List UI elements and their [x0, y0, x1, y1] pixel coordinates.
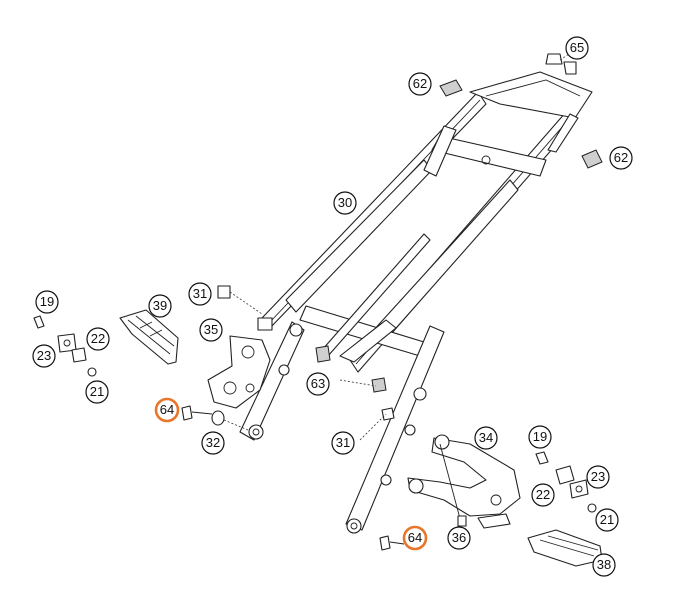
callout-31-bottom: 31: [331, 431, 355, 455]
callout-32: 32: [201, 431, 225, 455]
callout-39: 39: [148, 294, 172, 318]
callout-64-bottom: 64: [402, 525, 428, 551]
svg-text:30: 30: [338, 195, 352, 210]
left-footpeg: [33, 309, 179, 377]
svg-text:32: 32: [206, 435, 220, 450]
svg-text:62: 62: [413, 76, 427, 91]
subframe: [239, 71, 593, 534]
svg-text:65: 65: [570, 40, 584, 55]
svg-text:23: 23: [37, 348, 51, 363]
svg-text:35: 35: [204, 322, 218, 337]
svg-text:36: 36: [452, 530, 466, 545]
callout-65: 65: [565, 36, 589, 60]
callout-63: 63: [306, 372, 330, 396]
callout-62-top: 62: [408, 72, 432, 96]
callout-35: 35: [199, 318, 223, 342]
callout-31-top: 31: [188, 282, 212, 306]
callout-30: 30: [333, 191, 357, 215]
center-bracket: [315, 345, 395, 441]
right-footpeg-bracket: [407, 434, 521, 529]
callout-layer: 65 62 62 30 31 19 39 35: [32, 36, 633, 577]
svg-text:31: 31: [336, 435, 350, 450]
left-footpeg-bracket: [207, 285, 271, 409]
left-bolt-assembly: [181, 405, 249, 431]
callout-64-left: 64: [154, 397, 180, 423]
right-footpeg: [527, 451, 603, 567]
bottom-bolt: [379, 535, 405, 551]
svg-text:21: 21: [90, 384, 104, 399]
rear-fasteners: [439, 51, 603, 169]
svg-text:21: 21: [600, 512, 614, 527]
svg-text:19: 19: [533, 429, 547, 444]
svg-text:64: 64: [160, 402, 174, 417]
svg-text:23: 23: [591, 469, 605, 484]
svg-text:64: 64: [408, 530, 422, 545]
callout-62-right: 62: [609, 146, 633, 170]
callout-36: 36: [447, 526, 471, 550]
svg-text:19: 19: [40, 294, 54, 309]
callout-23-left: 23: [32, 344, 56, 368]
svg-text:39: 39: [153, 298, 167, 313]
callout-21-right: 21: [595, 508, 619, 532]
callout-34: 34: [474, 426, 498, 450]
callout-38: 38: [592, 553, 616, 577]
callout-19-right: 19: [528, 425, 552, 449]
svg-text:38: 38: [597, 557, 611, 572]
svg-text:22: 22: [91, 331, 105, 346]
callout-23-right: 23: [586, 465, 610, 489]
callout-22-right: 22: [531, 483, 555, 507]
svg-text:31: 31: [193, 286, 207, 301]
callout-21-left: 21: [85, 380, 109, 404]
callout-19-left: 19: [35, 290, 59, 314]
svg-text:63: 63: [311, 376, 325, 391]
svg-text:22: 22: [536, 487, 550, 502]
callout-22-left: 22: [86, 327, 110, 351]
svg-text:62: 62: [614, 150, 628, 165]
svg-text:34: 34: [479, 430, 493, 445]
